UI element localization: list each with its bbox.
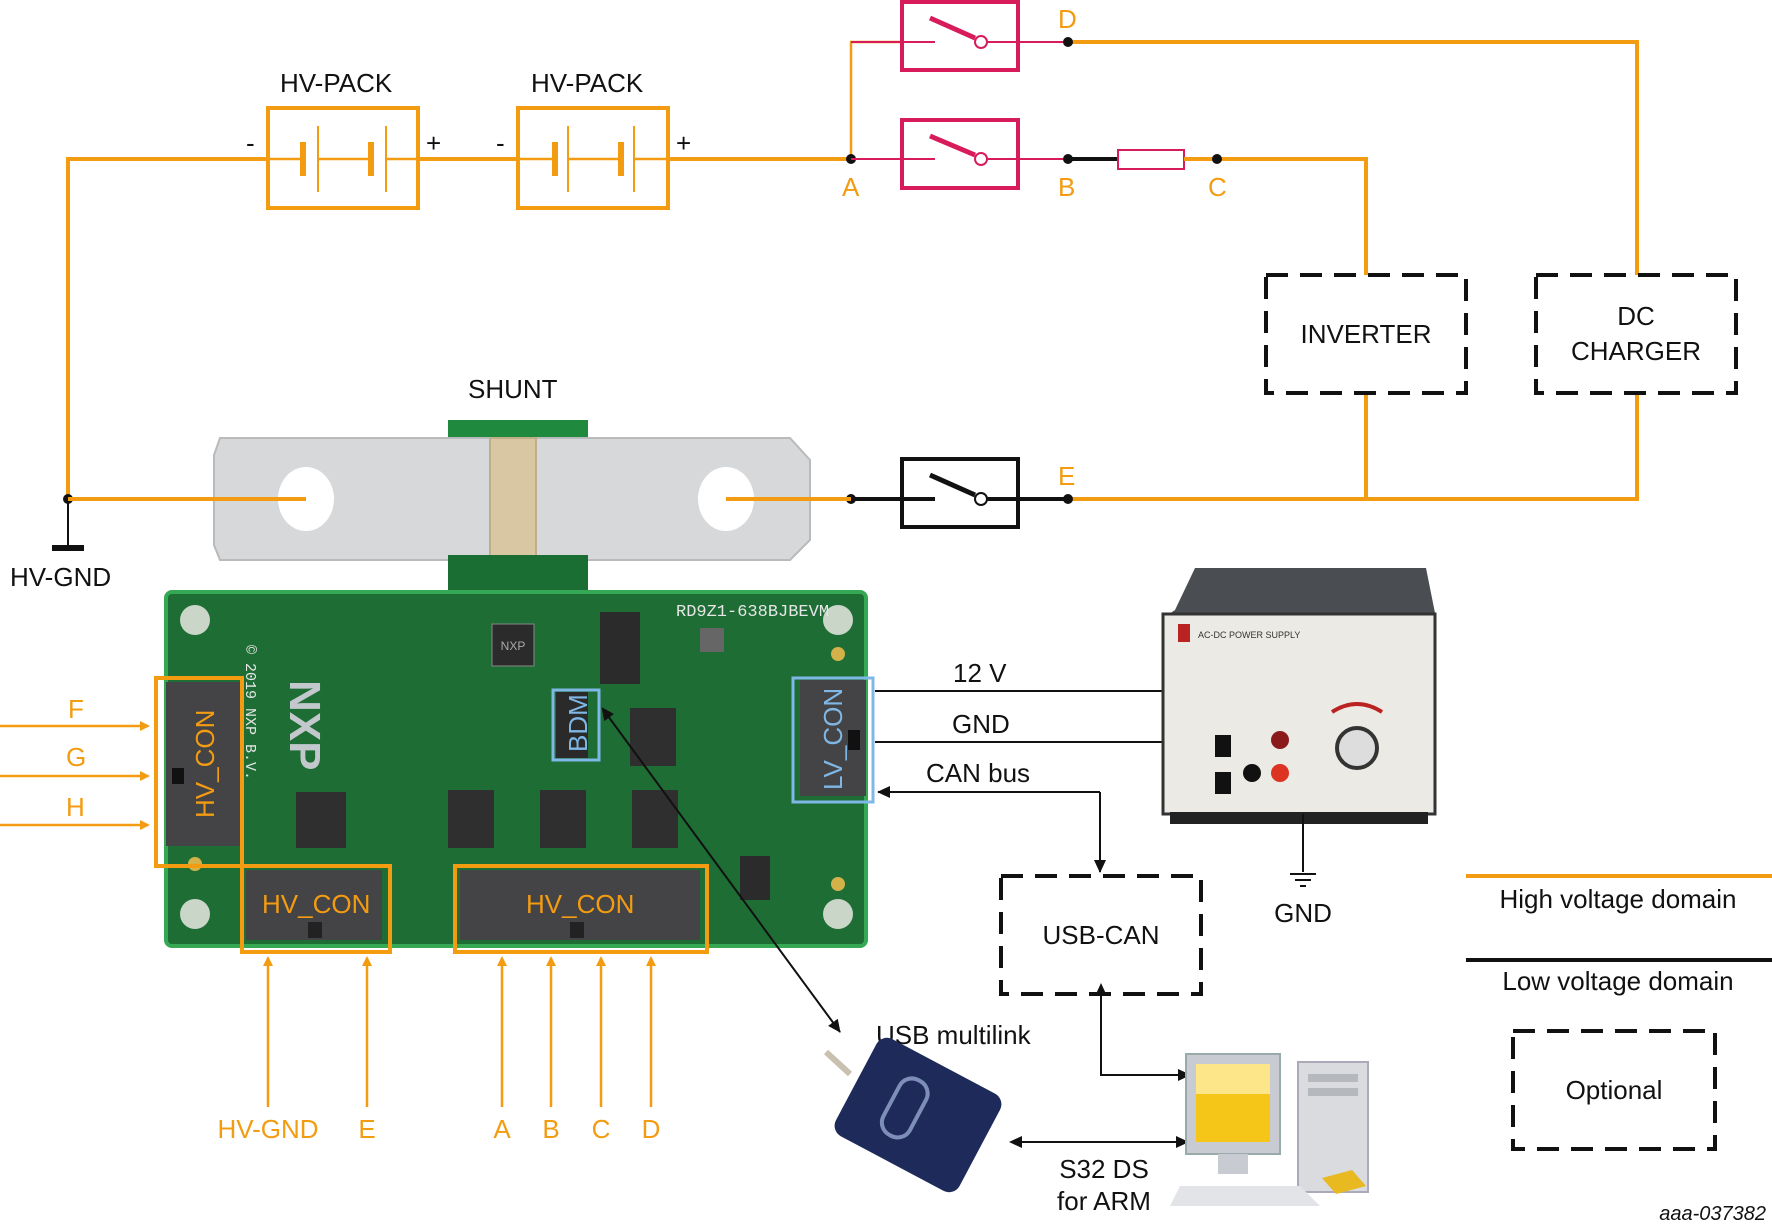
can-bus-label: CAN bus: [926, 758, 1030, 788]
battery-pack-1: HV-PACK - +: [246, 68, 441, 210]
hv-con-left: HV_CON: [154, 676, 244, 868]
left-input-arrows: F G H: [0, 694, 150, 830]
input-h-label: H: [66, 792, 85, 822]
battery-plus: +: [676, 128, 691, 158]
battery-minus: -: [246, 128, 255, 158]
relay-precharge: D: [851, 0, 1077, 72]
relay-main-positive: A B C: [842, 118, 1227, 202]
shunt: SHUNT: [68, 374, 851, 561]
hv-con-bottom-large-label: HV_CON: [526, 889, 634, 919]
battery-junction-box-board: NXP RD9Z1-638BJBEVM NXP © 2019 NXP B.V. …: [154, 555, 875, 954]
battery-plus: +: [426, 128, 441, 158]
node-b-label: B: [1058, 172, 1075, 202]
usb-multilink: USB multilink: [601, 707, 1032, 1193]
usb-can-block: USB-CAN: [999, 874, 1203, 1081]
input-f-label: F: [68, 694, 84, 724]
s32ds-line1: S32 DS: [1059, 1154, 1149, 1184]
battery-pack-label: HV-PACK: [280, 68, 393, 98]
relay-main-negative: E: [846, 457, 1075, 529]
hv-con-bottom-large: HV_CON: [453, 864, 709, 954]
power-supply: AC-DC POWER SUPPLY GND: [1161, 568, 1437, 928]
inverter-label: INVERTER: [1301, 319, 1432, 349]
legend-optional-box: [1511, 1029, 1717, 1151]
svg-text:NXP: NXP: [501, 639, 526, 653]
input-hv-gnd-label: HV-GND: [217, 1114, 318, 1144]
input-a-label: A: [493, 1114, 511, 1144]
hv-con-bottom-small: HV_CON: [240, 864, 392, 954]
v12-label: 12 V: [953, 658, 1007, 688]
node-c-label: C: [1208, 172, 1227, 202]
shunt-label: SHUNT: [468, 374, 558, 404]
lv-con-label: LV_CON: [818, 688, 848, 790]
legend-hv-label: High voltage domain: [1499, 884, 1736, 914]
hv-con-left-label: HV_CON: [190, 710, 220, 818]
s32ds-link: S32 DS for ARM: [1009, 1136, 1189, 1216]
hv-con-bottom-small-label: HV_CON: [262, 889, 370, 919]
bdm-label: BDM: [563, 694, 593, 752]
input-c-label: C: [592, 1114, 611, 1144]
battery-minus: -: [496, 128, 505, 158]
pc-computer: [1170, 1053, 1369, 1206]
gnd-signal-label: GND: [952, 709, 1010, 739]
battery-pack-2: HV-PACK - +: [496, 68, 691, 210]
bottom-input-arrows: HV-GND E A B C D: [217, 956, 661, 1144]
power-ground-label: GND: [1274, 898, 1332, 928]
legend-optional-label: Optional: [1566, 1075, 1663, 1105]
copyright: © 2019 NXP B.V.: [241, 645, 258, 780]
inverter-block: INVERTER: [1264, 273, 1468, 395]
node-e-label: E: [1058, 461, 1075, 491]
legend: High voltage domain Low voltage domain O…: [1466, 874, 1772, 1151]
bdm-connector: BDM: [551, 688, 601, 762]
nxp-logo: NXP: [280, 680, 329, 770]
battery-pack-label: HV-PACK: [531, 68, 644, 98]
s32ds-line2: for ARM: [1057, 1186, 1151, 1216]
figure-id: aaa-037382: [1659, 1203, 1766, 1225]
lv-signal-wires: 12 V GND CAN bus: [875, 658, 1163, 873]
dc-charger-label-2: CHARGER: [1571, 336, 1701, 366]
input-g-label: G: [66, 742, 86, 772]
hv-gnd-label: HV-GND: [10, 562, 111, 592]
usb-can-label: USB-CAN: [1042, 920, 1159, 950]
input-d-label: D: [642, 1114, 661, 1144]
input-b-label: B: [542, 1114, 559, 1144]
hv-ground-symbol: HV-GND: [10, 494, 111, 592]
dc-charger-block: DC CHARGER: [1534, 273, 1738, 395]
legend-lv-label: Low voltage domain: [1502, 966, 1733, 996]
node-a-label: A: [842, 172, 860, 202]
board-id: RD9Z1-638BJBEVM: [676, 603, 829, 622]
lv-con: LV_CON: [791, 676, 875, 804]
input-e-label: E: [358, 1114, 375, 1144]
power-supply-label: AC-DC POWER SUPPLY: [1198, 630, 1300, 640]
dc-charger-label-1: DC: [1617, 301, 1655, 331]
node-d-label: D: [1058, 4, 1077, 34]
